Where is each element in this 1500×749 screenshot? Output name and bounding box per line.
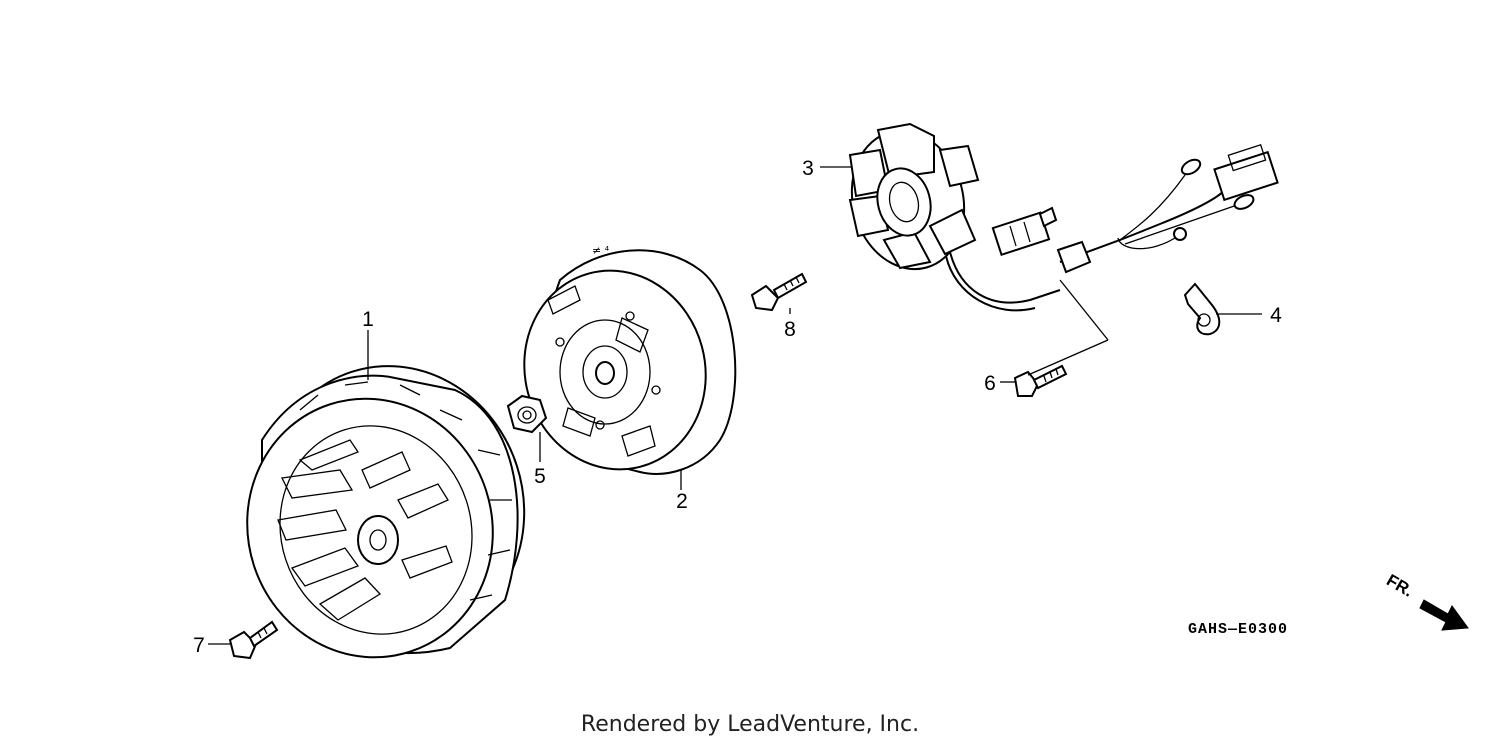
callout-1: 1 xyxy=(362,308,374,331)
callout-7: 7 xyxy=(193,634,205,657)
front-direction-marker: FR. xyxy=(1383,571,1469,631)
direction-label: FR. xyxy=(1383,571,1416,601)
leader-lines xyxy=(208,166,1262,645)
figure-code: GAHS—E0300 xyxy=(1188,621,1288,638)
flywheel-part: ≠ ⁴ xyxy=(523,244,737,475)
bolt-7-part xyxy=(228,620,279,660)
arrow-down-right-icon xyxy=(1419,599,1469,631)
render-credit: Rendered by LeadVenture, Inc. xyxy=(580,712,920,737)
callout-4: 4 xyxy=(1270,304,1282,327)
flange-nut-part xyxy=(506,394,548,434)
callout-5: 5 xyxy=(534,465,546,488)
cooling-fan-part xyxy=(246,365,526,659)
bolt-8-part xyxy=(750,272,808,312)
callout-2: 2 xyxy=(676,490,688,513)
stator-part xyxy=(848,122,1279,312)
callout-8: 8 xyxy=(784,318,796,341)
wire-clamp-part xyxy=(1183,282,1221,336)
svg-text:≠ ⁴: ≠ ⁴ xyxy=(592,244,610,257)
bolt-6-part xyxy=(1013,364,1068,397)
callout-3: 3 xyxy=(802,157,814,180)
callout-6: 6 xyxy=(984,372,996,395)
